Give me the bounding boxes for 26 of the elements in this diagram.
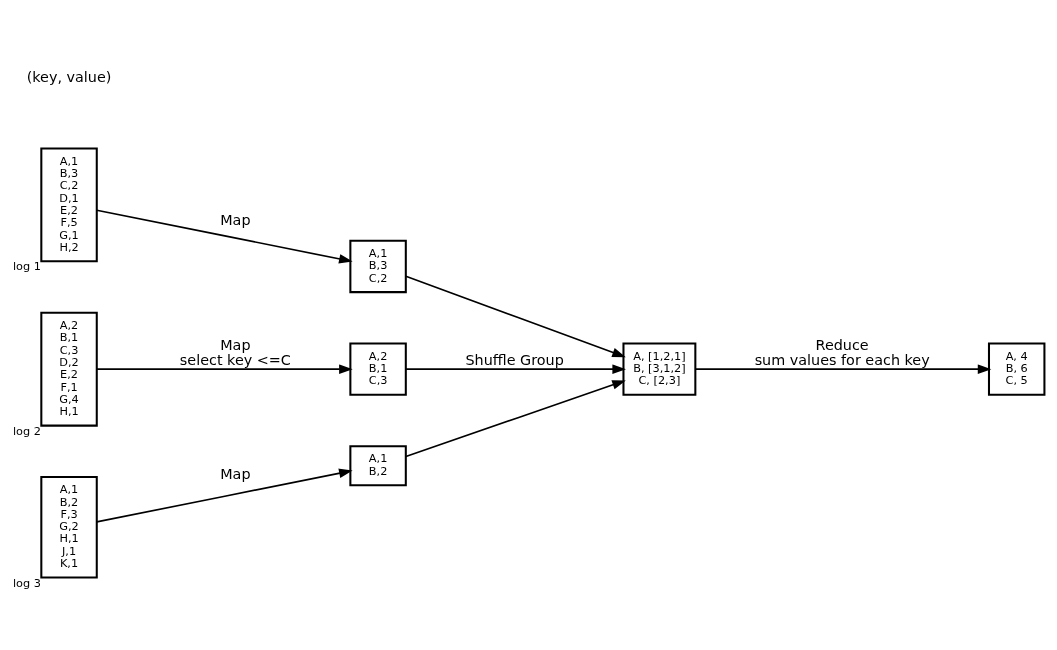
node-label: log 2 bbox=[12, 424, 41, 438]
label: (key, value) bbox=[26, 69, 112, 86]
node-box: A, [1,2,1] B, [3,1,2] C, [2,3] bbox=[622, 342, 697, 396]
node-box: A,1 B,2 bbox=[349, 445, 407, 487]
node-box: A, 4 B, 6 C, 5 bbox=[987, 342, 1046, 396]
arrow bbox=[95, 364, 353, 374]
edge-label: select key <=C bbox=[179, 352, 291, 369]
node-box: A,2 B,1 C,3 bbox=[349, 342, 407, 396]
node-box: A,1 B,3 C,2 bbox=[349, 239, 407, 294]
arrow bbox=[405, 380, 626, 458]
arrow bbox=[405, 275, 626, 358]
arrow bbox=[405, 364, 626, 374]
edge-label: Map bbox=[220, 211, 251, 228]
node-label: log 3 bbox=[12, 576, 41, 590]
node-box: A,1 B,3 C,2 D,1 E,2 F,5 G,1 H,2 bbox=[40, 147, 98, 263]
arrow bbox=[95, 209, 353, 264]
edge-label: sum values for each key bbox=[754, 352, 930, 369]
edge-label: Map bbox=[220, 336, 251, 353]
node-label: log 1 bbox=[12, 260, 41, 274]
edge-label: Reduce bbox=[815, 336, 869, 353]
edge-label: Map bbox=[220, 466, 251, 483]
node-box: A,2 B,1 C,3 D,2 E,2 F,1 G,4 H,1 bbox=[40, 311, 98, 427]
arrow bbox=[95, 468, 353, 523]
edge-label: Shuffle Group bbox=[465, 352, 564, 369]
node-box: A,1 B,2 F,3 G,2 H,1 J,1 K,1 bbox=[40, 475, 98, 579]
arrow bbox=[694, 364, 992, 374]
